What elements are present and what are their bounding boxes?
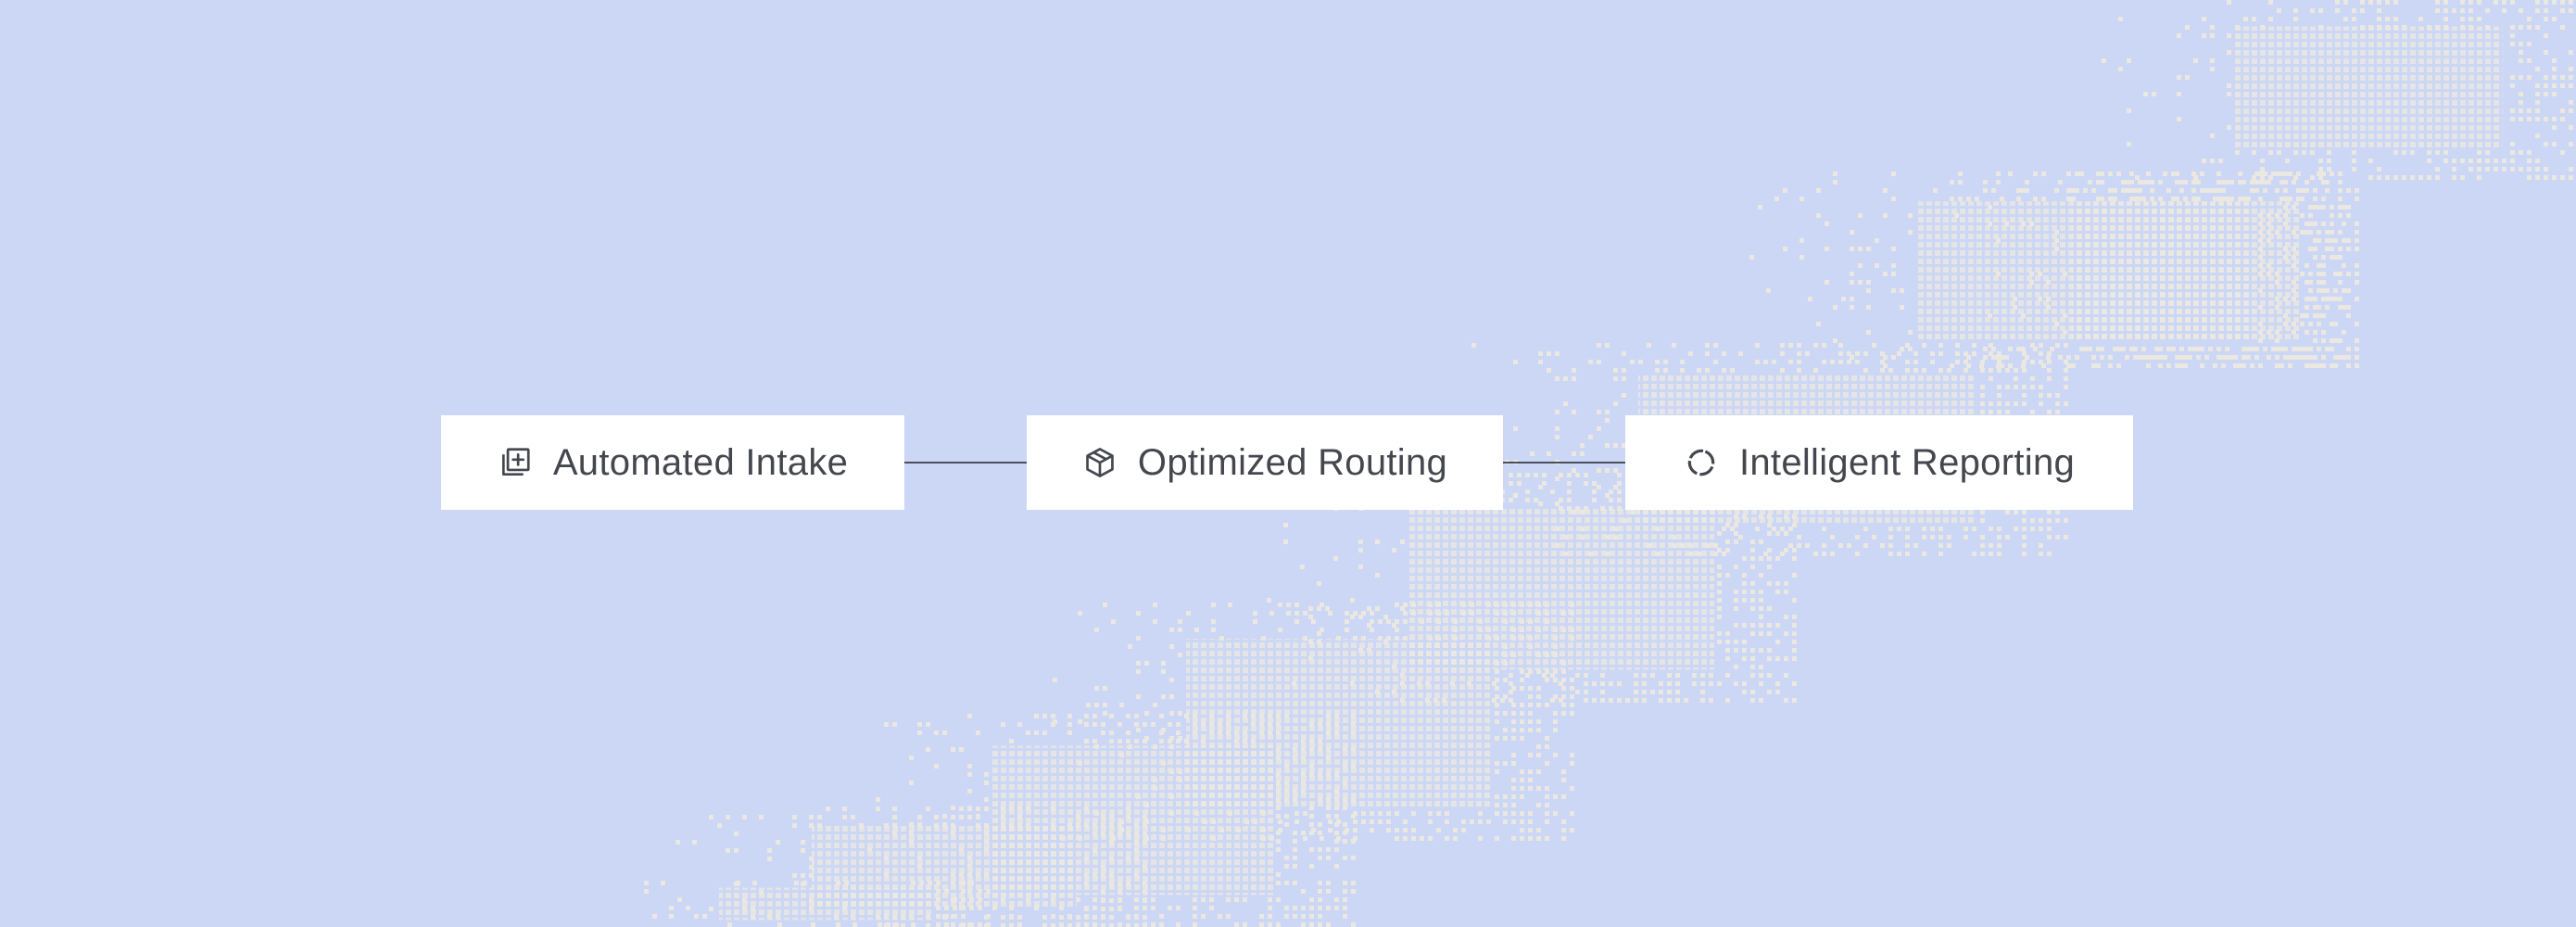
step-optimized-routing[interactable]: Optimized Routing [1027,415,1503,510]
step-automated-intake[interactable]: Automated Intake [441,415,904,510]
circle-progress-icon [1684,445,1719,480]
cube-icon [1082,445,1118,480]
step-intelligent-reporting[interactable]: Intelligent Reporting [1625,415,2133,510]
stack-plus-icon [498,445,533,480]
step-label: Intelligent Reporting [1738,441,2076,483]
step-label: Optimized Routing [1137,441,1448,483]
connector-routing-reporting [1503,462,1625,464]
connector-intake-routing [904,462,1027,464]
step-label: Automated Intake [552,441,849,483]
